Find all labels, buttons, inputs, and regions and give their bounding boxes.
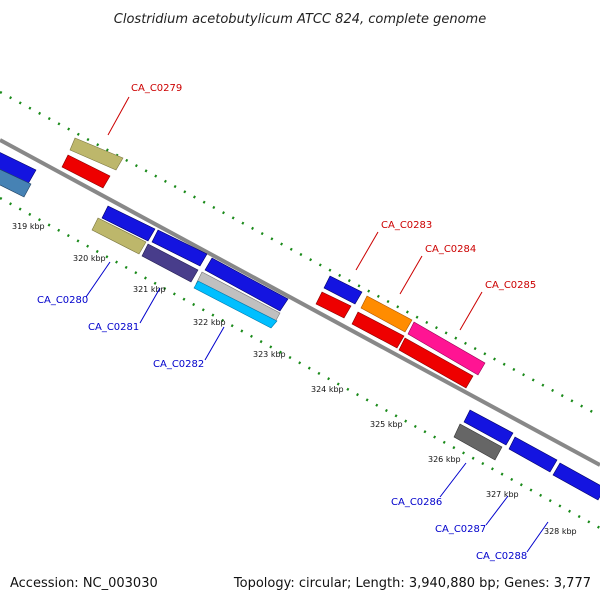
gene-CA_C0282[interactable] — [193, 271, 281, 329]
kbp-tick-label: 320 kbp — [73, 254, 106, 263]
gene-label-CA_C0280[interactable]: CA_C0280 — [37, 295, 88, 306]
map-title: Clostridium acetobutylicum ATCC 824, com… — [114, 12, 486, 27]
leader-line-CA_C0281 — [139, 287, 161, 324]
gene-label-CA_C0284[interactable]: CA_C0284 — [425, 244, 476, 255]
gene-label-CA_C0281[interactable]: CA_C0281 — [88, 322, 139, 333]
kbp-tick-label: 328 kbp — [544, 527, 577, 536]
gene-CA_C0286-fwd[interactable] — [463, 409, 514, 446]
inner-dotted-line — [0, 196, 600, 530]
backbone-line — [0, 138, 600, 467]
kbp-tick-label: 326 kbp — [428, 455, 461, 464]
topology-text: Topology: circular; Length: 3,940,880 bp… — [233, 576, 591, 591]
gene-CA_C0281-fwd[interactable] — [151, 229, 208, 267]
leader-line-CA_C0286 — [439, 462, 467, 498]
leader-line-CA_C0282 — [204, 326, 225, 361]
gene-CA_C0287-fwd[interactable] — [508, 436, 558, 473]
leader-line-CA_C0279 — [107, 96, 130, 136]
leader-line-CA_C0283 — [355, 231, 379, 271]
leader-line-CA_C0284 — [399, 255, 423, 295]
kbp-tick-label: 322 kbp — [193, 318, 226, 327]
gene-label-CA_C0285[interactable]: CA_C0285 — [485, 280, 536, 291]
kbp-tick-label: 319 kbp — [12, 222, 45, 231]
kbp-tick-label: 325 kbp — [370, 420, 403, 429]
gene-CA_C0282-fwd[interactable] — [204, 257, 289, 312]
genome-backbone — [0, 138, 600, 467]
gene-label-CA_C0286[interactable]: CA_C0286 — [391, 497, 442, 508]
leader-line-CA_C0285 — [459, 291, 483, 331]
accession-text: Accession: NC_003030 — [10, 576, 158, 591]
kbp-ticks: 319 kbp 320 kbp 321 kbp 322 kbp 323 kbp 324 k… — [12, 222, 577, 536]
gene-CA_C0280-fwd[interactable] — [101, 205, 156, 242]
inner-dotted-track — [0, 196, 600, 530]
gene-label-CA_C0282[interactable]: CA_C0282 — [153, 359, 204, 370]
gene-left-steel[interactable] — [0, 167, 32, 198]
leader-line-CA_C0287 — [485, 495, 509, 526]
kbp-tick-label: 323 kbp — [253, 350, 286, 359]
gene-label-CA_C0288[interactable]: CA_C0288 — [476, 551, 527, 562]
gene-CA_C0280[interactable] — [91, 217, 147, 255]
gene-features — [0, 137, 600, 501]
leader-line-CA_C0280 — [85, 261, 111, 298]
gene-labels: CA_C0279CA_C0283CA_C0284CA_C0285CA_C0280… — [37, 83, 549, 562]
gene-CA_C0286[interactable] — [453, 423, 503, 461]
gene-CA_C0288-fwd[interactable] — [552, 462, 600, 501]
gene-CA_C0279[interactable] — [61, 137, 124, 189]
leader-line-CA_C0288 — [526, 521, 549, 553]
gene-CA_C0285[interactable] — [398, 321, 486, 389]
gene-CA_C0284[interactable] — [351, 295, 413, 349]
gene-CA_C0281[interactable] — [141, 243, 199, 283]
kbp-tick-label: 324 kbp — [311, 385, 344, 394]
kbp-tick-label: 327 kbp — [486, 490, 519, 499]
gene-label-CA_C0279[interactable]: CA_C0279 — [131, 83, 182, 94]
gene-CA_C0283[interactable] — [315, 275, 363, 319]
gene-label-CA_C0287[interactable]: CA_C0287 — [435, 524, 486, 535]
kbp-tick-label: 321 kbp — [133, 285, 166, 294]
gene-label-CA_C0283[interactable]: CA_C0283 — [381, 220, 432, 231]
